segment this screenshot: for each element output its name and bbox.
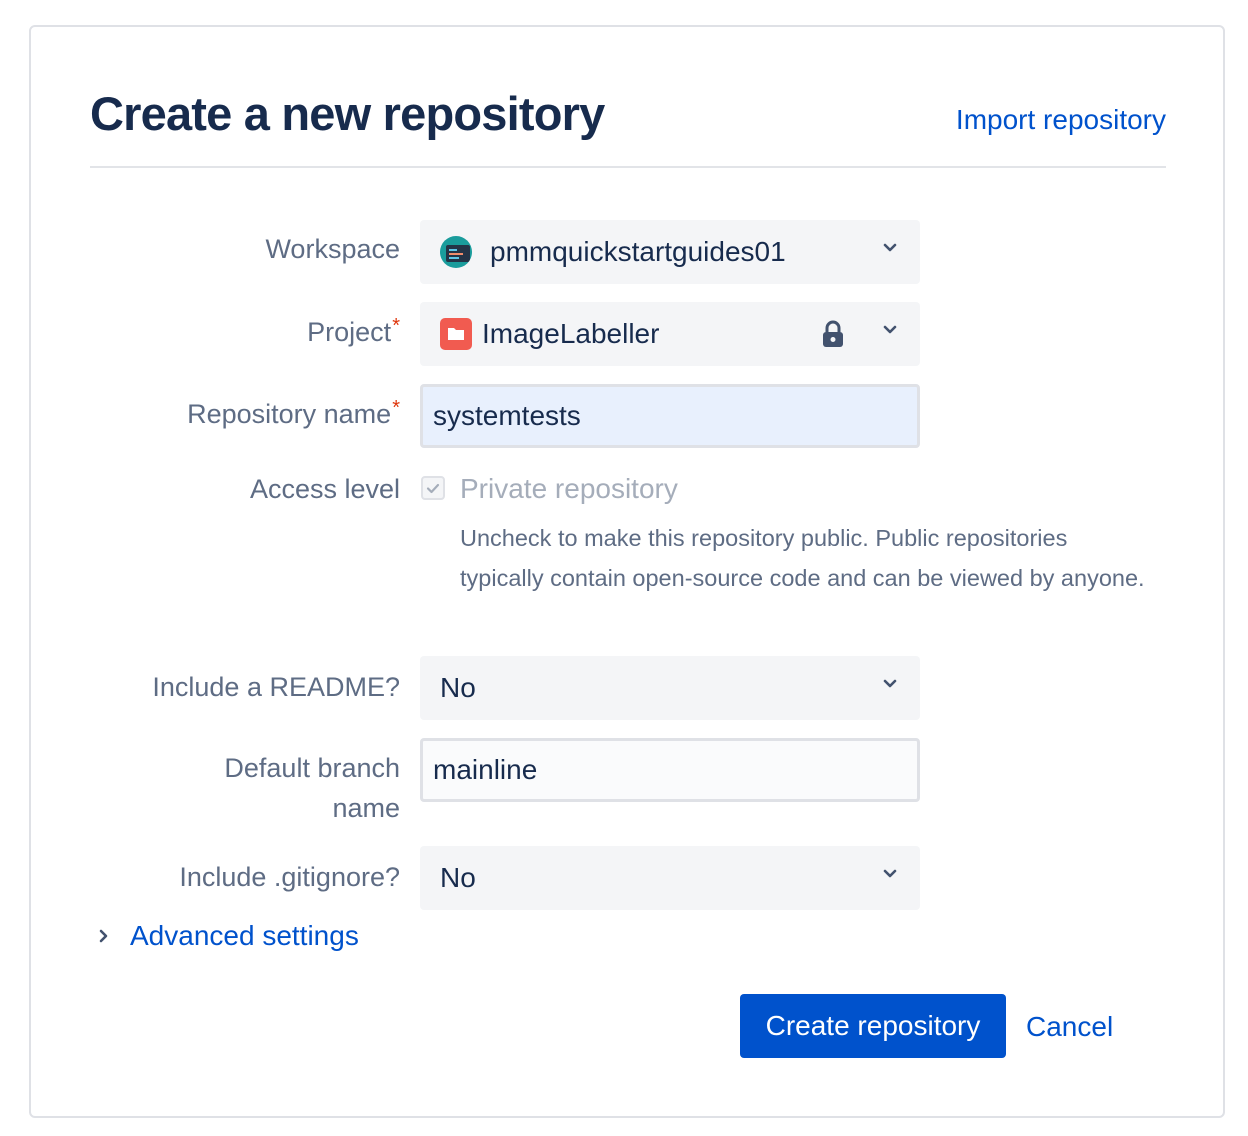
private-repository-checkbox[interactable] (421, 476, 445, 500)
advanced-settings-toggle[interactable]: Advanced settings (96, 920, 359, 952)
header-divider (90, 166, 1166, 168)
create-repo-card (29, 25, 1225, 1118)
gitignore-select[interactable]: No (420, 846, 920, 910)
private-repository-label: Private repository (460, 473, 678, 504)
project-select[interactable]: ImageLabeller (420, 302, 920, 366)
workspace-avatar-icon (440, 236, 472, 268)
workspace-select[interactable]: pmmquickstartguides01 (420, 220, 920, 284)
check-icon (426, 483, 440, 494)
create-repository-button[interactable]: Create repository (740, 994, 1006, 1058)
folder-icon (440, 318, 472, 350)
default-branch-input[interactable]: mainline (420, 738, 920, 802)
chevron-down-icon (883, 679, 897, 688)
import-repository-link[interactable]: Import repository (955, 104, 1166, 135)
advanced-settings-label: Advanced settings (130, 920, 359, 951)
chevron-right-icon (99, 929, 108, 943)
readme-select[interactable]: No (420, 656, 920, 720)
chevron-down-icon (883, 869, 897, 878)
required-marker: * (392, 397, 400, 419)
readme-value: No (440, 672, 476, 703)
default-branch-label-line2: name (332, 793, 400, 823)
workspace-value: pmmquickstartguides01 (490, 236, 786, 267)
repository-name-label: Repository name* (187, 397, 400, 429)
required-marker: * (392, 315, 400, 337)
lock-icon (823, 320, 843, 347)
readme-label: Include a README? (152, 672, 400, 702)
access-level-help-text: Uncheck to make this repository public. … (460, 525, 1145, 591)
chevron-down-icon (883, 243, 897, 252)
workspace-label: Workspace (265, 234, 400, 264)
repository-name-input[interactable]: systemtests (420, 384, 920, 448)
gitignore-label: Include .gitignore? (179, 862, 400, 892)
access-level-label: Access level (249, 474, 400, 504)
project-value: ImageLabeller (482, 318, 660, 349)
cancel-button[interactable]: Cancel (1026, 1011, 1114, 1042)
default-branch-label-line1: Default branch (224, 753, 400, 783)
gitignore-value: No (440, 862, 476, 893)
project-label: Project* (307, 315, 400, 347)
chevron-down-icon (883, 325, 897, 334)
page-title: Create a new repository (90, 87, 605, 140)
